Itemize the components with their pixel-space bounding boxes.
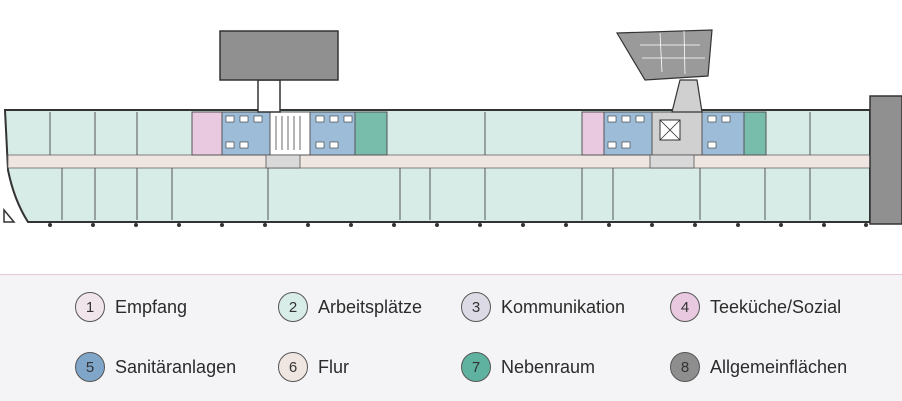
legend-label: Teeküche/Sozial [710, 296, 842, 317]
upper-room-walls [49, 112, 811, 155]
annex-right [615, 29, 713, 81]
lower-room-walls [61, 168, 811, 220]
legend-swatch: 6 [278, 352, 308, 382]
end-block-right [869, 95, 902, 225]
legend-label: Empfang [115, 296, 188, 317]
teekueche-left [191, 111, 223, 156]
legend-swatch: 8 [670, 352, 700, 382]
legend-label: Sanitäranlagen [115, 356, 237, 377]
legend-item-flur: 6 Flur [278, 351, 349, 383]
legend-label: Flur [318, 356, 349, 377]
legend-item-kommunikation: 3 Kommunikation [461, 291, 625, 323]
nebenraum-right [743, 111, 767, 156]
legend-swatch: 7 [461, 352, 491, 382]
facade-columns [48, 223, 868, 227]
legend-item-arbeitsplaetze: 2 Arbeitsplätze [278, 291, 422, 323]
legend-swatch: 4 [670, 292, 700, 322]
lobby-left [265, 154, 301, 169]
annex-left [219, 30, 339, 81]
legend-label: Allgemeinflächen [710, 356, 848, 377]
legend: 1 Empfang 2 Arbeitsplätze 3 Kommunikatio… [0, 274, 902, 401]
legend-swatch: 3 [461, 292, 491, 322]
annex-left-connector [257, 79, 281, 113]
legend-label: Kommunikation [501, 296, 626, 317]
floor-plan [3, 29, 902, 227]
lobby-right [649, 154, 695, 169]
legend-item-teekueche: 4 Teeküche/Sozial [670, 291, 841, 323]
legend-item-sanitaeranlagen: 5 Sanitäranlagen [75, 351, 236, 383]
legend-label: Arbeitsplätze [318, 296, 423, 317]
annex-right-connector [671, 79, 703, 113]
legend-swatch: 5 [75, 352, 105, 382]
teekueche-right [581, 111, 605, 156]
legend-label: Nebenraum [501, 356, 596, 377]
legend-swatch: 1 [75, 292, 105, 322]
legend-item-empfang: 1 Empfang [75, 291, 187, 323]
nebenraum-left [354, 111, 388, 156]
legend-item-nebenraum: 7 Nebenraum [461, 351, 595, 383]
legend-item-allgemeinflaechen: 8 Allgemeinflächen [670, 351, 847, 383]
legend-swatch: 2 [278, 292, 308, 322]
entrance-marker [3, 207, 16, 223]
corridor [7, 154, 871, 169]
